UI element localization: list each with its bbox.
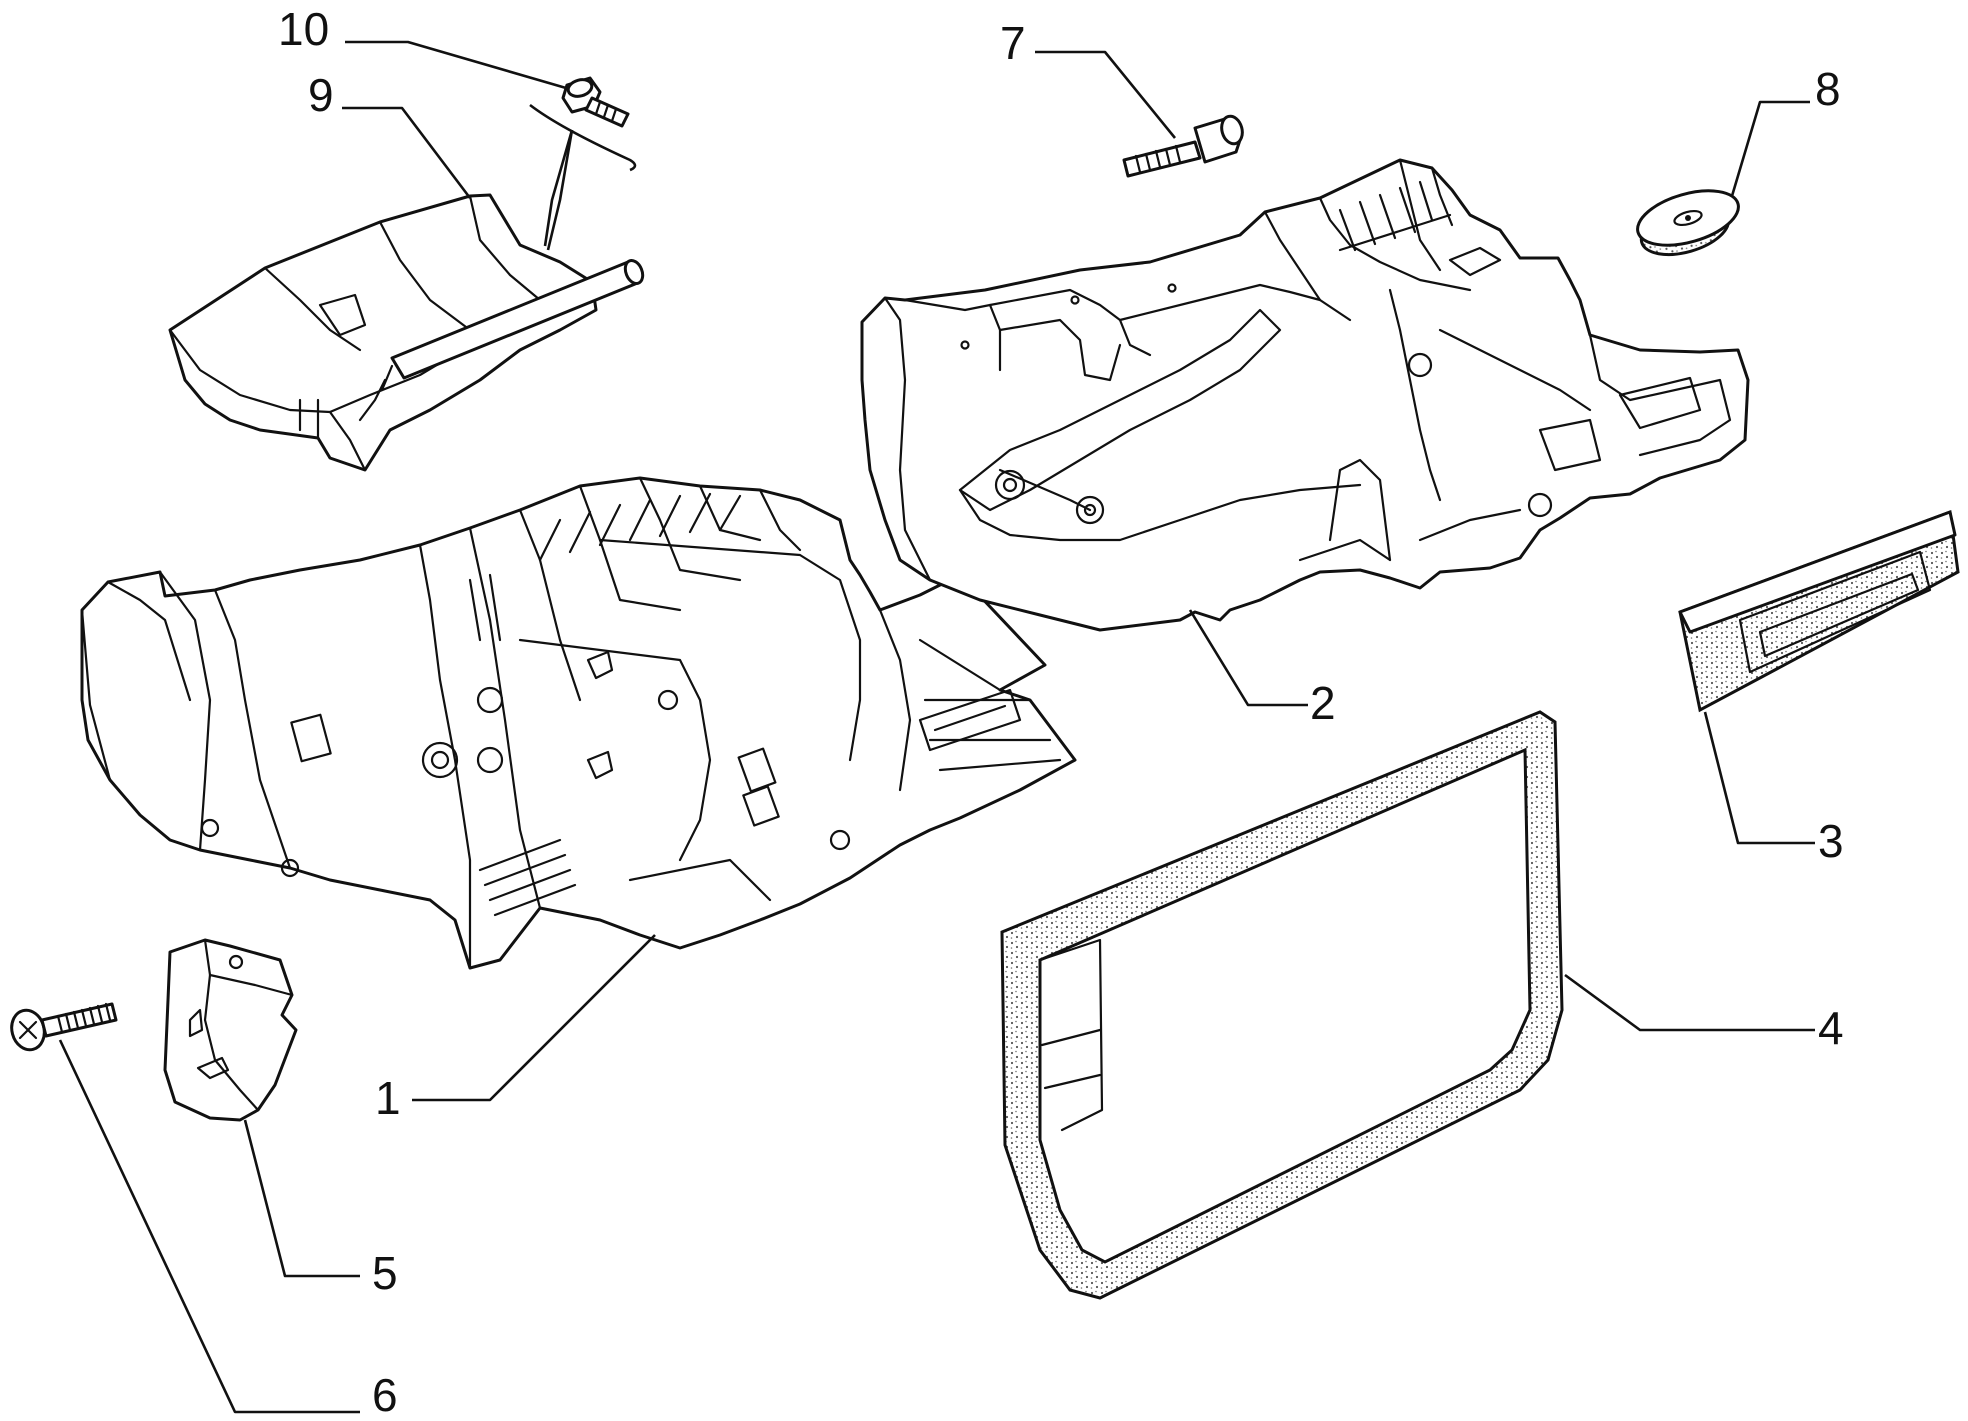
callout-8: 8 xyxy=(1815,63,1841,115)
part-1-heater-housing xyxy=(80,476,1077,970)
callout-10: 10 xyxy=(278,3,330,55)
part-7-bolt xyxy=(1122,114,1244,178)
callout-6: 6 xyxy=(372,1369,398,1421)
callout-7: 7 xyxy=(1000,17,1026,69)
callout-9: 9 xyxy=(308,69,334,121)
part-4-seal-frame xyxy=(1000,710,1564,1300)
part-3-filter-grille xyxy=(1678,509,1960,713)
leader-lines xyxy=(58,40,1815,1414)
callout-4: 4 xyxy=(1818,1002,1844,1054)
callout-3: 3 xyxy=(1818,815,1844,867)
part-2-upper-housing xyxy=(860,158,1750,632)
part-6-screw xyxy=(10,1002,118,1052)
part-10-small-screw xyxy=(529,76,637,251)
callout-2: 2 xyxy=(1310,677,1336,729)
part-8-disc-plug xyxy=(1636,189,1740,257)
callout-5: 5 xyxy=(372,1247,398,1299)
part-5-bracket xyxy=(163,938,298,1122)
callout-1: 1 xyxy=(375,1072,401,1124)
part-9-air-duct xyxy=(168,193,645,472)
